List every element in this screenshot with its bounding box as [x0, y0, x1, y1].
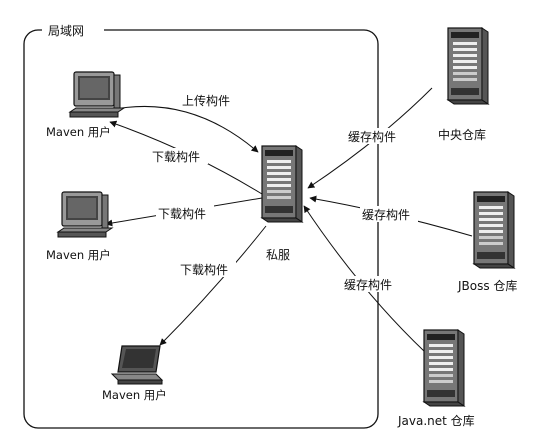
lan-title: 局域网 [48, 24, 84, 38]
user-node-3: Maven 用户 [102, 345, 167, 402]
user-node-2: Maven 用户 [46, 191, 113, 262]
edge-upload [121, 105, 259, 153]
repo-node-central: 中央仓库 [438, 27, 489, 142]
private-server-label: 私服 [266, 248, 290, 262]
edge-download-3 [159, 225, 267, 346]
server-tower-icon [423, 329, 465, 407]
edge-label-cache-javanet: 缓存构件 [344, 277, 392, 292]
edge-labels: 上传构件 下载构件 下载构件 下载构件 缓存构件 缓存构件 缓存构件 [150, 92, 418, 292]
laptop-computer-icon [111, 345, 163, 385]
edge-label-cache-jboss: 缓存构件 [362, 207, 410, 222]
edge-label-cache-central: 缓存构件 [348, 129, 396, 144]
lan-title-bg [42, 22, 104, 38]
edge-label-download-2: 下载构件 [158, 206, 206, 221]
lan-boundary [23, 29, 379, 429]
desktop-computer-icon [69, 71, 125, 118]
desktop-computer-icon [57, 191, 113, 238]
edge-label-download-3: 下载构件 [180, 262, 228, 277]
user-label: Maven 用户 [46, 248, 111, 262]
user-label: Maven 用户 [46, 125, 111, 139]
server-tower-icon [473, 191, 515, 269]
user-node-1: Maven 用户 [46, 71, 125, 139]
server-tower-icon [261, 145, 303, 223]
edge-label-upload: 上传构件 [182, 93, 230, 108]
repo-label: JBoss 仓库 [457, 278, 517, 293]
private-server-node: 私服 [261, 145, 303, 262]
edge-label-download-1: 下载构件 [152, 149, 200, 164]
repo-label: 中央仓库 [438, 127, 486, 142]
repo-node-jboss: JBoss 仓库 [457, 191, 517, 293]
repo-label: Java.net 仓库 [397, 413, 475, 428]
user-label: Maven 用户 [102, 388, 167, 402]
server-tower-icon [447, 27, 489, 105]
repo-node-javanet: Java.net 仓库 [397, 329, 475, 428]
